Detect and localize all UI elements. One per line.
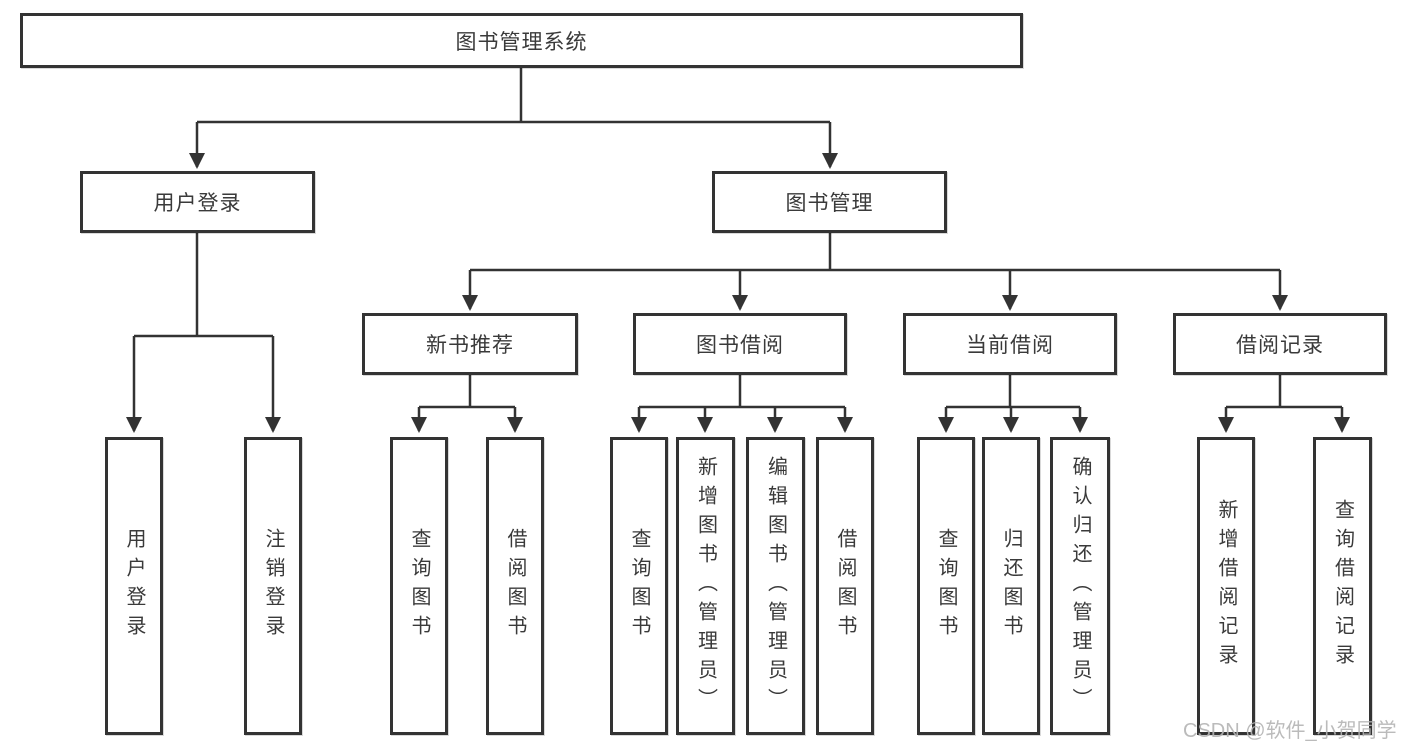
leaf-borrow-add-books-admin-label: 新增图书（管理员） bbox=[694, 455, 717, 717]
leaf-borrow-edit-books-admin: 编辑图书（管理员） bbox=[746, 437, 805, 735]
leaf-records-add-record: 新增借阅记录 bbox=[1197, 437, 1255, 735]
node-current-borrow-label: 当前借阅 bbox=[966, 334, 1054, 357]
csdn-watermark: CSDN @软件_小贺同学 bbox=[1183, 720, 1397, 742]
leaf-recommend-borrow-books-label: 借阅图书 bbox=[504, 528, 526, 644]
leaf-user-login-label: 用户登录 bbox=[123, 528, 145, 644]
leaf-borrow-borrow-books: 借阅图书 bbox=[816, 437, 874, 735]
leaf-recommend-borrow-books: 借阅图书 bbox=[486, 437, 544, 735]
leaf-current-query-books: 查询图书 bbox=[917, 437, 975, 735]
node-current-borrow: 当前借阅 bbox=[903, 313, 1117, 375]
node-new-book-recommend: 新书推荐 bbox=[362, 313, 578, 375]
leaf-user-login: 用户登录 bbox=[105, 437, 163, 735]
leaf-current-return-books: 归还图书 bbox=[982, 437, 1040, 735]
leaf-records-query-record: 查询借阅记录 bbox=[1313, 437, 1372, 735]
leaf-logout: 注销登录 bbox=[244, 437, 302, 735]
node-new-book-recommend-label: 新书推荐 bbox=[426, 334, 514, 357]
leaf-recommend-query-books: 查询图书 bbox=[390, 437, 448, 735]
leaf-borrow-borrow-books-label: 借阅图书 bbox=[834, 528, 856, 644]
node-book-management-label: 图书管理 bbox=[785, 192, 874, 215]
leaf-borrow-query-books: 查询图书 bbox=[610, 437, 668, 735]
leaf-records-query-record-label: 查询借阅记录 bbox=[1331, 499, 1354, 673]
node-borrow-records: 借阅记录 bbox=[1173, 313, 1387, 375]
leaf-recommend-query-books-label: 查询图书 bbox=[408, 528, 430, 644]
leaf-borrow-edit-books-admin-label: 编辑图书（管理员） bbox=[764, 455, 787, 717]
node-root-label: 图书管理系统 bbox=[455, 30, 588, 54]
leaf-current-confirm-return-admin-label: 确认归还（管理员） bbox=[1069, 455, 1091, 717]
leaf-current-query-books-label: 查询图书 bbox=[935, 528, 957, 644]
node-user-login: 用户登录 bbox=[80, 171, 315, 233]
leaf-borrow-query-books-label: 查询图书 bbox=[628, 528, 650, 644]
node-borrow-records-label: 借阅记录 bbox=[1236, 334, 1324, 357]
node-root-book-management-system: 图书管理系统 bbox=[20, 13, 1023, 68]
node-book-borrow-label: 图书借阅 bbox=[696, 334, 784, 357]
node-book-borrow: 图书借阅 bbox=[633, 313, 847, 375]
leaf-current-return-books-label: 归还图书 bbox=[1000, 528, 1022, 644]
leaf-logout-label: 注销登录 bbox=[262, 528, 284, 644]
node-user-login-label: 用户登录 bbox=[153, 192, 242, 215]
leaf-records-add-record-label: 新增借阅记录 bbox=[1215, 499, 1237, 673]
leaf-current-confirm-return-admin: 确认归还（管理员） bbox=[1050, 437, 1110, 735]
node-book-management: 图书管理 bbox=[712, 171, 947, 233]
leaf-borrow-add-books-admin: 新增图书（管理员） bbox=[676, 437, 735, 735]
